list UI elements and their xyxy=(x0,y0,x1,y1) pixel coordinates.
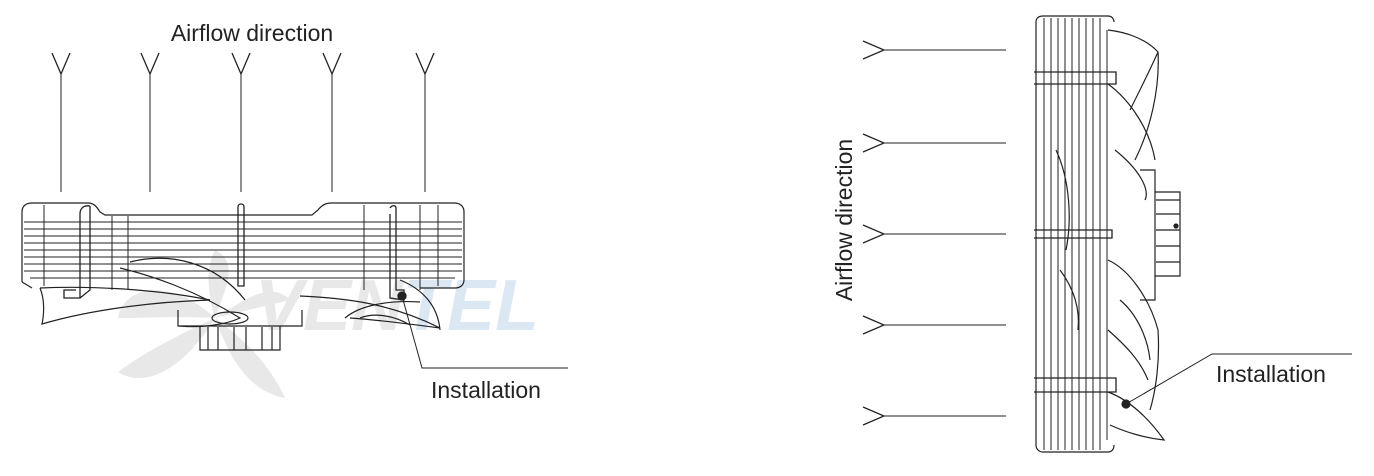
left-bracket-1 xyxy=(63,205,91,299)
left-fan-blades xyxy=(39,257,441,331)
ventel-watermark-logo: VENTEL xyxy=(118,250,539,398)
right-grille-vertical-wires xyxy=(1043,18,1108,450)
left-fan-grille xyxy=(21,202,465,290)
right-installation-label: Installation xyxy=(1216,361,1326,387)
left-airflow-arrows xyxy=(61,74,425,192)
left-installation-label: Installation xyxy=(431,377,541,403)
left-grille-horizontal-wires xyxy=(24,221,462,279)
left-bracket-center xyxy=(237,203,245,287)
right-fan-grille xyxy=(1034,15,1117,453)
left-installation-leader-line xyxy=(401,295,568,369)
right-grille-cross-wires xyxy=(1034,71,1117,393)
left-airflow-direction-label: Airflow direction xyxy=(171,20,333,46)
right-airflow-direction-label: Airflow direction xyxy=(831,139,857,301)
left-motor-hub xyxy=(177,310,303,351)
right-airflow-arrows xyxy=(884,50,1006,416)
right-installation-leader-line xyxy=(1125,353,1352,405)
fan-swirl-watermark-icon xyxy=(118,250,290,398)
right-fan-blades xyxy=(1055,29,1166,441)
left-fan-view xyxy=(21,74,568,369)
right-motor-hub xyxy=(1140,169,1181,301)
left-grille-vertical-wires xyxy=(43,205,439,290)
right-fan-view xyxy=(884,15,1352,453)
